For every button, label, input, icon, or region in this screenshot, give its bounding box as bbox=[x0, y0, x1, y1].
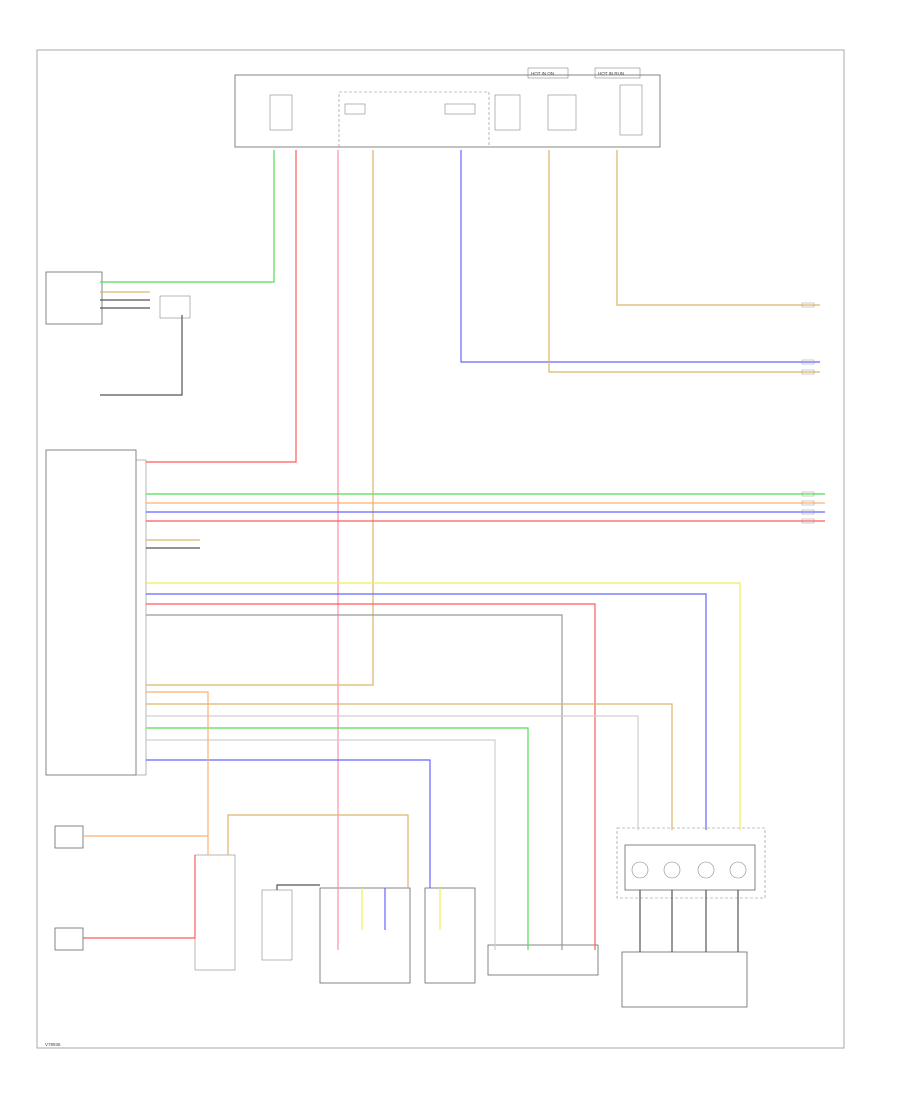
seat-belt-connector bbox=[194, 854, 236, 971]
wire-green-pass bbox=[146, 727, 529, 950]
wire-blue-clock bbox=[146, 759, 431, 888]
steering-wheel-switch bbox=[616, 827, 766, 899]
wire-tan-vertical bbox=[146, 150, 374, 686]
tension-reducer-connector bbox=[319, 887, 411, 984]
top-tag-2: HOT IN RUN bbox=[598, 71, 624, 76]
clock-spring-connector bbox=[424, 887, 476, 984]
top-tag-1: HOT IN ON bbox=[531, 71, 554, 76]
wire-gray-pass bbox=[146, 614, 563, 950]
wire-pink-pass bbox=[146, 603, 596, 950]
wire-harness bbox=[83, 150, 825, 952]
wire-black-front bbox=[276, 884, 320, 890]
wire-tan-far bbox=[616, 150, 820, 306]
figure-code: V78936 bbox=[45, 1042, 61, 1047]
wire-orange-belt bbox=[146, 691, 209, 855]
annotation-marks bbox=[801, 302, 815, 524]
passenger-airbag bbox=[54, 825, 84, 849]
wire-end-connector bbox=[801, 500, 815, 506]
wire-yellow-sw bbox=[146, 582, 741, 830]
wire-end-connector bbox=[801, 509, 815, 515]
fuse-junction-box: HOT IN ON HOT IN RUN bbox=[234, 67, 661, 148]
steering-wheel-switch-inner bbox=[624, 844, 756, 891]
passenger-airbag-connector bbox=[487, 944, 599, 976]
diagram-frame bbox=[36, 49, 845, 1049]
wire-red-srs bbox=[146, 150, 297, 463]
wire-tan-sw2 bbox=[146, 703, 673, 830]
wire-blue-sw bbox=[146, 593, 707, 830]
wire-end-connector bbox=[801, 302, 815, 308]
wire-tan-tension bbox=[227, 814, 409, 888]
wire-green-top bbox=[100, 150, 275, 283]
wire-end-connector bbox=[801, 491, 815, 497]
wire-end-connector bbox=[801, 359, 815, 365]
side-sensor-left bbox=[54, 927, 84, 951]
front-sensor-connector bbox=[261, 889, 293, 961]
wire-occupant-gnd bbox=[100, 315, 183, 396]
wire-tan-right bbox=[548, 150, 820, 373]
wire-lightgray-pass bbox=[146, 739, 496, 950]
wire-lightgray-sw bbox=[146, 715, 639, 830]
occupant-detection-module bbox=[45, 271, 191, 325]
wire-end-connector bbox=[801, 369, 815, 375]
wire-red-side bbox=[83, 855, 196, 939]
wire-end-connector bbox=[801, 518, 815, 524]
wire-blue-top bbox=[460, 150, 820, 363]
srs-control-module bbox=[45, 449, 147, 776]
steering-wheel-module bbox=[621, 951, 748, 1008]
